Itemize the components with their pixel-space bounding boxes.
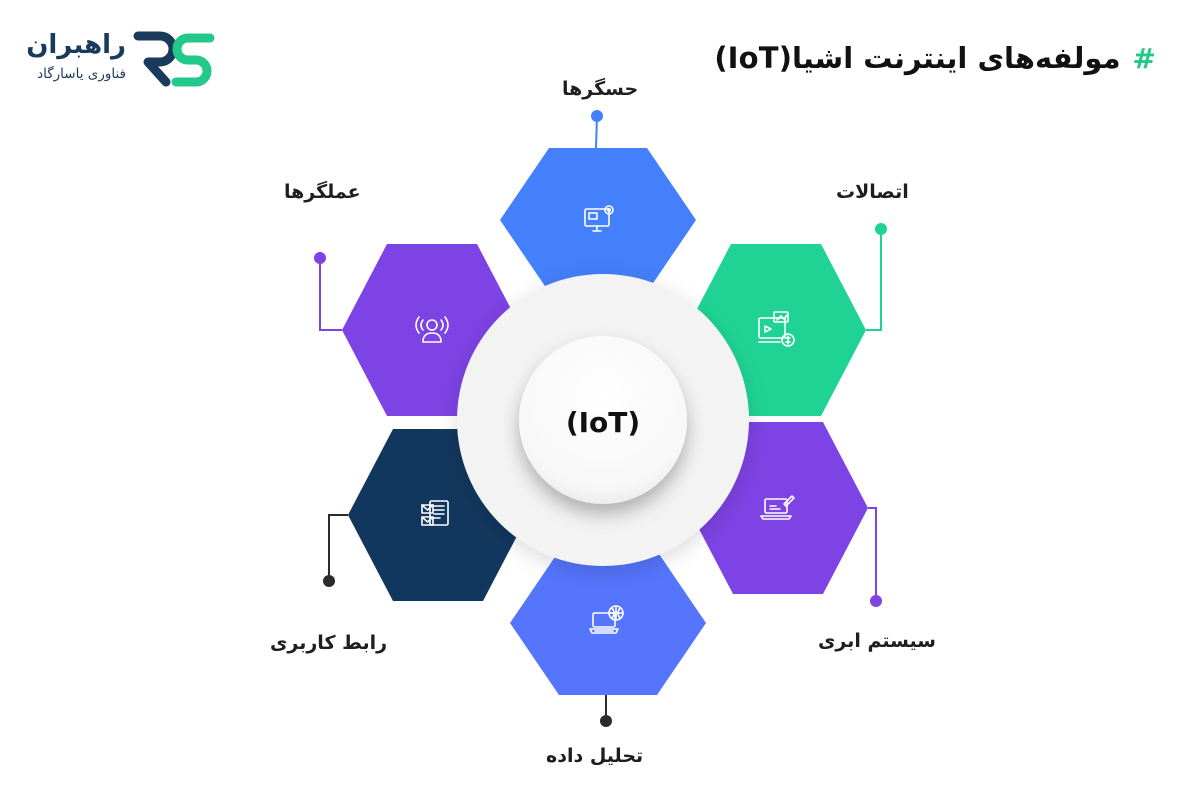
laptop-edit-icon — [760, 495, 795, 520]
media-payment-icon — [758, 311, 795, 347]
label-analysis: تحلیل داده — [546, 745, 644, 767]
connector-dot-connectivity — [875, 223, 887, 235]
rs-monogram-icon — [133, 31, 215, 87]
brand-tagline: فناوری یاسارگاد — [37, 66, 126, 82]
core-label: (IoT) — [566, 406, 640, 439]
hexagon-shape-analysis — [510, 551, 706, 695]
connector-line-cloud — [868, 507, 877, 601]
monitor-settings-icon — [584, 205, 614, 232]
connector-dot-analysis — [600, 715, 612, 727]
hash-icon: # — [1132, 41, 1156, 75]
documents-mail-icon — [421, 500, 449, 526]
label-connectivity: اتصالات — [836, 181, 909, 203]
label-interface: رابط کاربری — [270, 632, 388, 654]
hexagon-analysis — [510, 551, 706, 695]
connectors — [314, 110, 887, 727]
label-sensors: حسگرها — [562, 78, 639, 100]
connector-dot-sensors — [591, 110, 603, 122]
connector-line-actuators — [319, 258, 342, 331]
connector-line-connectivity — [866, 229, 882, 331]
page-title-text: مولفه‌های اینترنت اشیا(IoT) — [714, 41, 1121, 75]
page-title: # مولفه‌های اینترنت اشیا(IoT) — [714, 36, 1156, 80]
connector-dot-interface — [323, 575, 335, 587]
hexagon-sensors — [500, 148, 696, 292]
brand-name: راهبران — [26, 30, 126, 60]
hexagon-shape-sensors — [500, 148, 696, 292]
label-cloud: سیستم ابری — [818, 630, 936, 652]
core-circle — [519, 336, 687, 504]
connector-line-interface — [328, 514, 348, 581]
brand-logo: راهبران فناوری یاسارگاد — [26, 26, 216, 94]
computer-globe-icon — [589, 605, 624, 634]
connector-dot-actuators — [314, 252, 326, 264]
connector-dot-cloud — [870, 595, 882, 607]
user-broadcast-icon — [415, 316, 449, 343]
label-actuators: عملگرها — [284, 181, 361, 203]
